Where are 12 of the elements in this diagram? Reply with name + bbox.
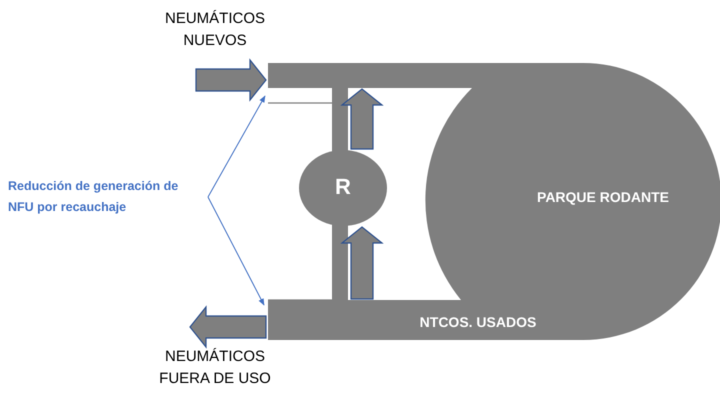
flow-label: NEUMÁTICOS FUERA DE USO — [158, 347, 272, 389]
flow-label: NEUMÁTICOS NUEVOS — [164, 9, 266, 51]
leader-line — [208, 196, 264, 306]
block-arrow — [195, 58, 267, 102]
block-arrow — [340, 226, 384, 300]
block-arrow — [340, 88, 384, 150]
node-label: R — [334, 174, 352, 200]
shape-label: PARQUE RODANTE — [536, 188, 670, 206]
shape-label: NTCOS. USADOS — [418, 313, 538, 331]
annotation-text: Reducción de generación de NFU por recauchaje — [8, 178, 180, 216]
block-arrow — [189, 305, 267, 349]
leader-line — [208, 95, 266, 198]
